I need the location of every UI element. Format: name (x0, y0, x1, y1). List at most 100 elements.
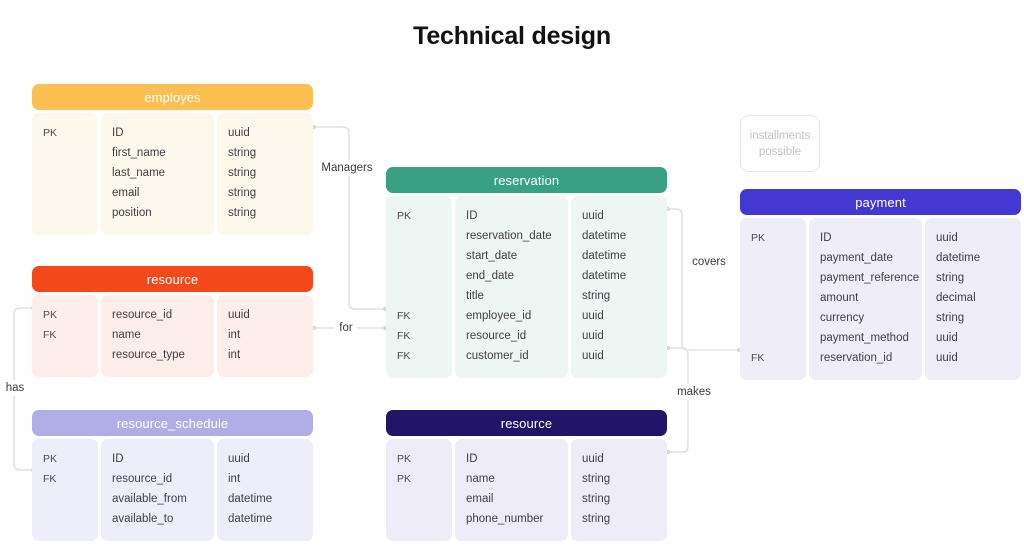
column-types: uuid int datetime datetime (217, 439, 313, 541)
row-type: datetime (936, 252, 981, 264)
row-key (43, 143, 98, 163)
row-type: string (936, 272, 965, 284)
column-fields: resource_id name resource_type (101, 295, 214, 377)
row-field: resource_type (112, 349, 185, 361)
note-text: installments possible (749, 129, 811, 158)
column-types: uuid datetime datetime datetime string u… (571, 196, 667, 378)
entity-header-resource-schedule: resource_schedule (32, 410, 313, 436)
entity-resource-customer[interactable]: resource PK PK ID name email phone_numbe… (386, 410, 667, 541)
row-key (397, 509, 452, 529)
row-type: uuid (936, 332, 958, 344)
row-field: ID (112, 453, 124, 465)
row-type: decimal (936, 292, 976, 304)
row-type: datetime (228, 513, 273, 525)
page-title: Technical design (413, 22, 611, 50)
column-types: uuid datetime string decimal string uuid… (925, 218, 1021, 380)
row-key: PK (751, 232, 766, 244)
row-key (751, 248, 806, 268)
row-field: reservation_date (466, 230, 552, 242)
row-key (397, 226, 452, 246)
entity-payment[interactable]: payment PK FK ID payment_date payment_re… (740, 189, 1021, 380)
row-key (43, 163, 98, 183)
row-key (751, 288, 806, 308)
column-keys: PK FK (740, 218, 806, 380)
column-fields: ID payment_date payment_reference amount… (809, 218, 922, 380)
row-field: ID (112, 127, 124, 139)
relationship-label-makes: makes (672, 384, 716, 400)
row-type: uuid (228, 309, 250, 321)
row-field: phone_number (466, 513, 544, 525)
column-keys: PK FK (32, 439, 98, 541)
row-key (397, 246, 452, 266)
row-key (43, 203, 98, 223)
entity-header-resource-customer: resource (386, 410, 667, 436)
row-key (397, 266, 452, 286)
row-field: end_date (466, 270, 514, 282)
row-field: available_to (112, 513, 174, 525)
row-key: PK (397, 210, 412, 222)
row-field: email (112, 187, 140, 199)
entity-body-resource-schedule: PK FK ID resource_id available_from avai… (32, 439, 313, 541)
entity-header-resource: resource (32, 266, 313, 292)
entity-reservation[interactable]: reservation PK FK FK FK ID reservation_d… (386, 167, 667, 378)
entity-body-payment: PK FK ID payment_date payment_reference … (740, 218, 1021, 380)
row-type: string (228, 167, 257, 179)
row-field: title (466, 290, 484, 302)
connector-managers (312, 126, 387, 310)
row-field: amount (820, 292, 859, 304)
entity-header-employes: employes (32, 84, 313, 110)
row-field: ID (466, 210, 478, 222)
row-key (751, 328, 806, 348)
row-key: FK (751, 352, 765, 364)
connector-makes (666, 347, 689, 453)
row-key: FK (397, 330, 411, 342)
row-field: resource_id (112, 473, 173, 485)
column-fields: ID reservation_date start_date end_date … (455, 196, 568, 378)
entity-employes[interactable]: employes PK ID first_name last_name emai… (32, 84, 313, 235)
row-key: FK (397, 350, 411, 362)
row-field: payment_date (820, 252, 893, 264)
row-type: uuid (582, 210, 604, 222)
row-key (43, 345, 98, 365)
row-type: uuid (582, 310, 604, 322)
row-field: name (466, 473, 495, 485)
row-key (397, 286, 452, 306)
row-type: uuid (936, 232, 958, 244)
row-type: uuid (582, 350, 604, 362)
entity-body-reservation: PK FK FK FK ID reservation_date start_da… (386, 196, 667, 378)
row-type: uuid (582, 453, 604, 465)
row-key (43, 489, 98, 509)
row-field: last_name (112, 167, 166, 179)
row-key: PK (43, 453, 58, 465)
column-types: uuid string string string string (217, 113, 313, 235)
row-type: int (228, 349, 241, 361)
note-installments-possible: installments possible (740, 115, 820, 172)
row-type: string (582, 290, 611, 302)
entity-header-reservation: reservation (386, 167, 667, 193)
row-field: currency (820, 312, 865, 324)
row-key: FK (43, 329, 57, 341)
row-field: email (466, 493, 494, 505)
row-key: PK (397, 473, 412, 485)
column-fields: ID resource_id available_from available_… (101, 439, 214, 541)
relationship-label-managers: Managers (316, 160, 378, 176)
row-field: employee_id (466, 310, 532, 322)
entity-resource-schedule[interactable]: resource_schedule PK FK ID resource_id a… (32, 410, 313, 541)
column-types: uuid int int (217, 295, 313, 377)
row-type: string (582, 473, 611, 485)
entity-resource[interactable]: resource PK FK resource_id name resource… (32, 266, 313, 377)
row-field: payment_method (820, 332, 909, 344)
row-field: payment_reference (820, 272, 920, 284)
row-type: string (582, 493, 611, 505)
row-type: uuid (582, 330, 604, 342)
column-keys: PK FK FK FK (386, 196, 452, 378)
row-field: first_name (112, 147, 166, 159)
row-type: int (228, 329, 241, 341)
row-key (397, 489, 452, 509)
row-field: resource_id (112, 309, 173, 321)
row-key: PK (43, 127, 58, 139)
row-type: string (228, 147, 257, 159)
entity-body-employes: PK ID first_name last_name email positio… (32, 113, 313, 235)
row-field: ID (820, 232, 832, 244)
